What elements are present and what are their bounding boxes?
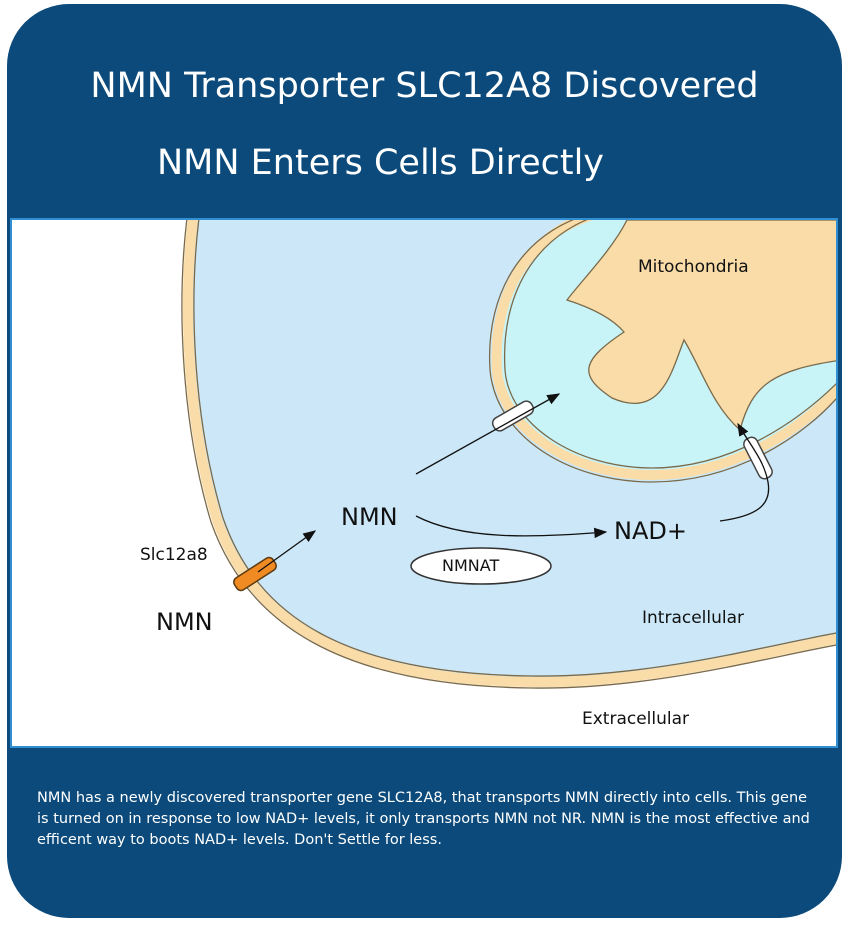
arrow-nmn-to-nad xyxy=(415,515,608,539)
cell-diagram xyxy=(181,220,836,689)
footer-description: NMN has a newly discovered transporter g… xyxy=(37,790,810,848)
intracellular-label: Intracellular xyxy=(642,608,745,628)
cell-membrane xyxy=(182,220,836,688)
title-line-2: NMN Enters Cells Directly xyxy=(157,143,605,183)
arrow-nmn-entry xyxy=(257,530,317,573)
extracellular-label: Extracellular xyxy=(582,709,690,729)
nmn-outside-label: NMN xyxy=(156,608,213,636)
diagram-panel: Mitochondria NMN NAD+ NMNAT Slc12a8 NMN … xyxy=(10,218,838,748)
arrow-nmn-to-mito xyxy=(415,393,561,475)
mitochondria-crista xyxy=(565,220,836,432)
title-line-1: NMN Transporter SLC12A8 Discovered xyxy=(90,66,759,106)
nmnat-enzyme xyxy=(410,547,552,585)
nmnat-label: NMNAT xyxy=(442,556,500,575)
slc12a8-label: Slc12a8 xyxy=(140,545,208,565)
mito-transporter-upper xyxy=(491,400,535,432)
nad-plus-label: NAD+ xyxy=(614,517,687,545)
arrow-nad-to-mito xyxy=(719,422,770,522)
mitochondria-label: Mitochondria xyxy=(638,257,749,277)
infographic-card: NMN Transporter SLC12A8 Discovered NMN E… xyxy=(7,4,842,918)
mito-transporter-right xyxy=(743,436,773,480)
nmn-inside-label: NMN xyxy=(341,503,398,531)
